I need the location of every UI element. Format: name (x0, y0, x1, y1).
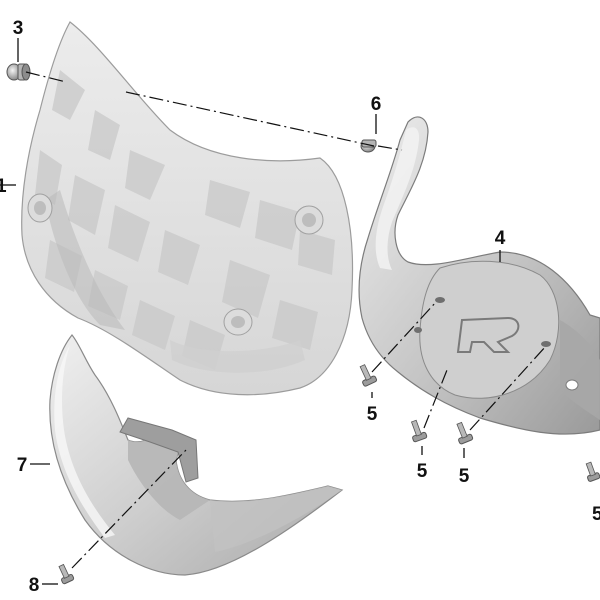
grommet-3 (6, 63, 31, 81)
screw-5d (585, 461, 600, 482)
bracket-slot-2 (541, 341, 551, 347)
bracket-slot-3 (414, 327, 422, 333)
mount-hole-right (294, 205, 324, 235)
mount-hole-bottom (223, 308, 253, 336)
screw-5b (410, 419, 428, 443)
callout-5-c: 5 (459, 466, 470, 487)
callout-7: 7 (17, 455, 28, 476)
mount-hole-left (27, 193, 53, 223)
windscreen (21, 21, 354, 396)
callout-5-d: 5 (592, 504, 600, 525)
screw-5a (359, 364, 378, 387)
bracket-slot-1 (435, 297, 445, 303)
callout-6: 6 (371, 94, 382, 115)
callout-5-a: 5 (367, 404, 378, 425)
fender-mount-tab (119, 417, 199, 483)
bracket-right-flange (560, 320, 600, 420)
fender-inner-face (128, 428, 210, 520)
fender-highlight (54, 345, 115, 538)
bracket-hole (565, 379, 579, 391)
bracket-mount (358, 116, 600, 435)
leader-lines (0, 38, 501, 585)
screw-5c (456, 421, 474, 445)
windscreen-bottom-edge (170, 340, 305, 373)
assembly-lines (25, 71, 547, 569)
windscreen-lower-band (45, 190, 125, 330)
callout-labels: 3 1 6 4 5 5 5 5 7 8 (0, 18, 600, 596)
callout-3: 3 (13, 18, 24, 39)
fender-tip-shade (210, 486, 342, 552)
callout-1: 1 (0, 176, 7, 197)
bracket-arm-highlight (375, 127, 420, 271)
screw-8 (58, 563, 75, 585)
bracket-logo (456, 316, 520, 353)
callout-4: 4 (495, 228, 506, 249)
callout-8: 8 (29, 575, 40, 596)
callout-5-b: 5 (417, 461, 428, 482)
